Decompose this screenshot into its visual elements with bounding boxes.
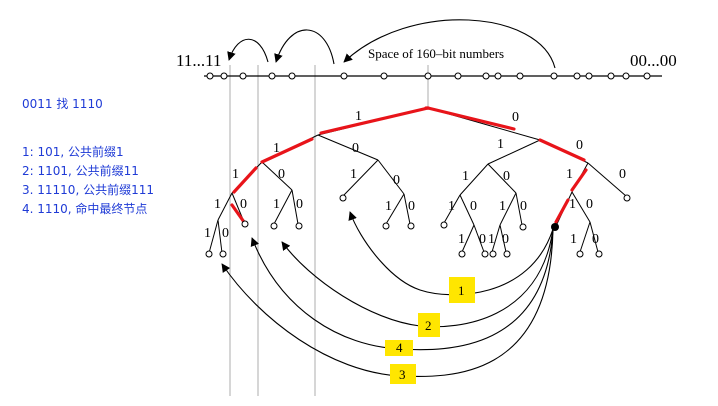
badge-3 bbox=[390, 364, 416, 384]
svg-text:0: 0 bbox=[503, 169, 510, 184]
svg-text:1: 1 bbox=[204, 226, 211, 241]
svg-text:1: 1 bbox=[273, 197, 280, 212]
svg-text:4: 4 bbox=[396, 340, 403, 355]
svg-text:0: 0 bbox=[408, 199, 415, 214]
space-left-label: 11...11 bbox=[176, 51, 222, 70]
space-caption: Space of 160–bit numbers bbox=[368, 46, 504, 61]
svg-text:1: 1 bbox=[566, 167, 573, 182]
tree-edges bbox=[208, 107, 627, 254]
space-right-label: 00...00 bbox=[630, 51, 677, 70]
svg-text:1: 1 bbox=[273, 141, 280, 156]
svg-text:1: 1 bbox=[448, 199, 455, 214]
svg-text:1: 1 bbox=[569, 197, 576, 212]
svg-text:1: 1 bbox=[570, 232, 577, 247]
svg-text:1: 1 bbox=[355, 109, 362, 124]
svg-text:0: 0 bbox=[222, 226, 229, 241]
edge-labels: 1 0 1 0 1 0 1 0 1 0 1 0 1 0 1 0 1 0 1 0 … bbox=[204, 109, 626, 247]
svg-text:0: 0 bbox=[592, 232, 599, 247]
svg-text:1: 1 bbox=[488, 232, 495, 247]
svg-text:1: 1 bbox=[232, 167, 239, 182]
step-3-text: 3. 11110, 公共前缀111 bbox=[22, 183, 154, 197]
svg-text:2: 2 bbox=[425, 318, 432, 333]
svg-text:0: 0 bbox=[393, 173, 400, 188]
svg-text:0: 0 bbox=[619, 167, 626, 182]
svg-text:0: 0 bbox=[278, 167, 285, 182]
badge-2 bbox=[418, 313, 440, 337]
svg-text:1: 1 bbox=[214, 197, 221, 212]
svg-text:1: 1 bbox=[499, 199, 506, 214]
step-1-text: 1: 101, 公共前缀1 bbox=[22, 145, 124, 159]
highlight-path bbox=[230, 106, 588, 224]
svg-text:0: 0 bbox=[240, 197, 247, 212]
guide-lines bbox=[229, 65, 429, 396]
svg-text:0: 0 bbox=[296, 197, 303, 212]
svg-text:0: 0 bbox=[479, 232, 486, 247]
leaf-nodes bbox=[205, 194, 631, 258]
badge-4 bbox=[385, 340, 413, 356]
svg-text:1: 1 bbox=[497, 137, 504, 152]
svg-text:0: 0 bbox=[502, 232, 509, 247]
svg-text:1: 1 bbox=[458, 232, 465, 247]
id-space-line: 11...11 00...00 Space of 160–bit numbers bbox=[176, 46, 677, 80]
svg-text:0: 0 bbox=[586, 197, 593, 212]
svg-text:0: 0 bbox=[576, 138, 583, 153]
svg-text:0: 0 bbox=[352, 141, 359, 156]
svg-text:3: 3 bbox=[399, 367, 406, 382]
step-2-text: 2: 1101, 公共前缀11 bbox=[22, 164, 139, 178]
badge-1 bbox=[449, 277, 475, 303]
step-badges: 1 2 4 3 bbox=[385, 277, 475, 384]
svg-text:0: 0 bbox=[512, 110, 519, 125]
svg-text:1: 1 bbox=[385, 199, 392, 214]
svg-text:0: 0 bbox=[520, 199, 527, 214]
svg-text:0: 0 bbox=[470, 199, 477, 214]
svg-text:1: 1 bbox=[350, 167, 357, 182]
top-lookup-arcs bbox=[227, 19, 556, 69]
step-4-text: 4. 1110, 命中最终节点 bbox=[22, 202, 148, 216]
svg-text:1: 1 bbox=[458, 283, 465, 298]
svg-text:1: 1 bbox=[462, 169, 469, 184]
query-text: 0011 找 1110 bbox=[22, 97, 103, 111]
